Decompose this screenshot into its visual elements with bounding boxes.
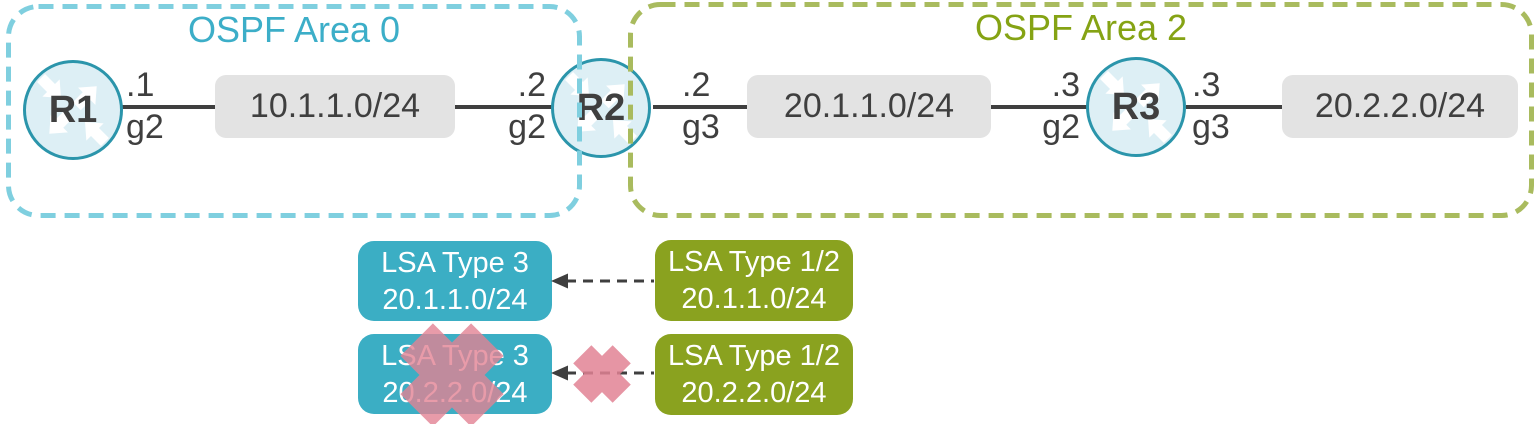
lsa-type3-box-20-1-1-0: LSA Type 3 20.1.1.0/24 [358, 241, 552, 321]
router-label: R3 [1111, 85, 1161, 128]
lsa-type-label: LSA Type 3 [381, 247, 529, 279]
link-r3-net3 [1186, 105, 1284, 109]
blocked-x-icon-small [573, 345, 631, 403]
lsa-prefix-label: 20.1.1.0/24 [382, 284, 528, 316]
lsa-type-label: LSA Type 1/2 [668, 340, 840, 372]
iface-r2-g3: .2 g3 [682, 64, 738, 148]
ospf-area0-boundary [6, 4, 582, 218]
ospf-area2-boundary [628, 2, 1534, 218]
iface-r3-g3: .3 g3 [1192, 64, 1248, 148]
lsa-type12-box-20-1-1-0: LSA Type 1/2 20.1.1.0/24 [655, 240, 853, 321]
iface-r2-g2: .2 g2 [490, 64, 546, 148]
iface-port-label: g2 [126, 108, 164, 146]
lsa-flow-arrow [551, 273, 654, 289]
iface-port-label: g2 [508, 108, 546, 146]
iface-port-label: g3 [682, 108, 720, 146]
router-icon [1100, 71, 1172, 143]
ospf-area0-title: OSPF Area 0 [187, 9, 401, 50]
blocked-x-icon-large [400, 323, 504, 424]
iface-ip-label: .3 [1051, 66, 1080, 104]
link-r1-net1 [121, 105, 216, 109]
network-box-20-1-1-0: 20.1.1.0/24 [747, 75, 991, 138]
link-net1-r2 [453, 105, 552, 109]
network-box-10-1-1-0: 10.1.1.0/24 [215, 75, 455, 138]
lsa-prefix-label: 20.1.1.0/24 [681, 283, 827, 315]
iface-ip-label: .2 [517, 66, 546, 104]
router-r1: R1 [23, 60, 123, 160]
router-r3: R3 [1086, 57, 1186, 157]
router-label: R2 [576, 86, 626, 129]
lsa-type-label: LSA Type 1/2 [668, 246, 840, 278]
iface-port-label: g2 [1042, 108, 1080, 146]
router-icon [37, 74, 109, 146]
lsa-type12-box-20-2-2-0: LSA Type 1/2 20.2.2.0/24 [655, 334, 853, 415]
router-r2: R2 [551, 58, 651, 158]
link-r2-net2 [653, 105, 750, 109]
iface-port-label: g3 [1192, 108, 1230, 146]
iface-ip-label: .3 [1192, 66, 1221, 104]
ospf-area2-title: OSPF Area 2 [974, 7, 1188, 48]
iface-ip-label: .1 [126, 66, 155, 104]
lsa-prefix-label: 20.2.2.0/24 [681, 377, 827, 409]
iface-r1-g2: .1 g2 [126, 64, 182, 148]
iface-ip-label: .2 [682, 66, 711, 104]
router-label: R1 [48, 88, 98, 131]
iface-r3-g2: .3 g2 [1024, 64, 1080, 148]
link-net2-r3 [989, 105, 1088, 109]
network-box-20-2-2-0: 20.2.2.0/24 [1282, 75, 1518, 138]
